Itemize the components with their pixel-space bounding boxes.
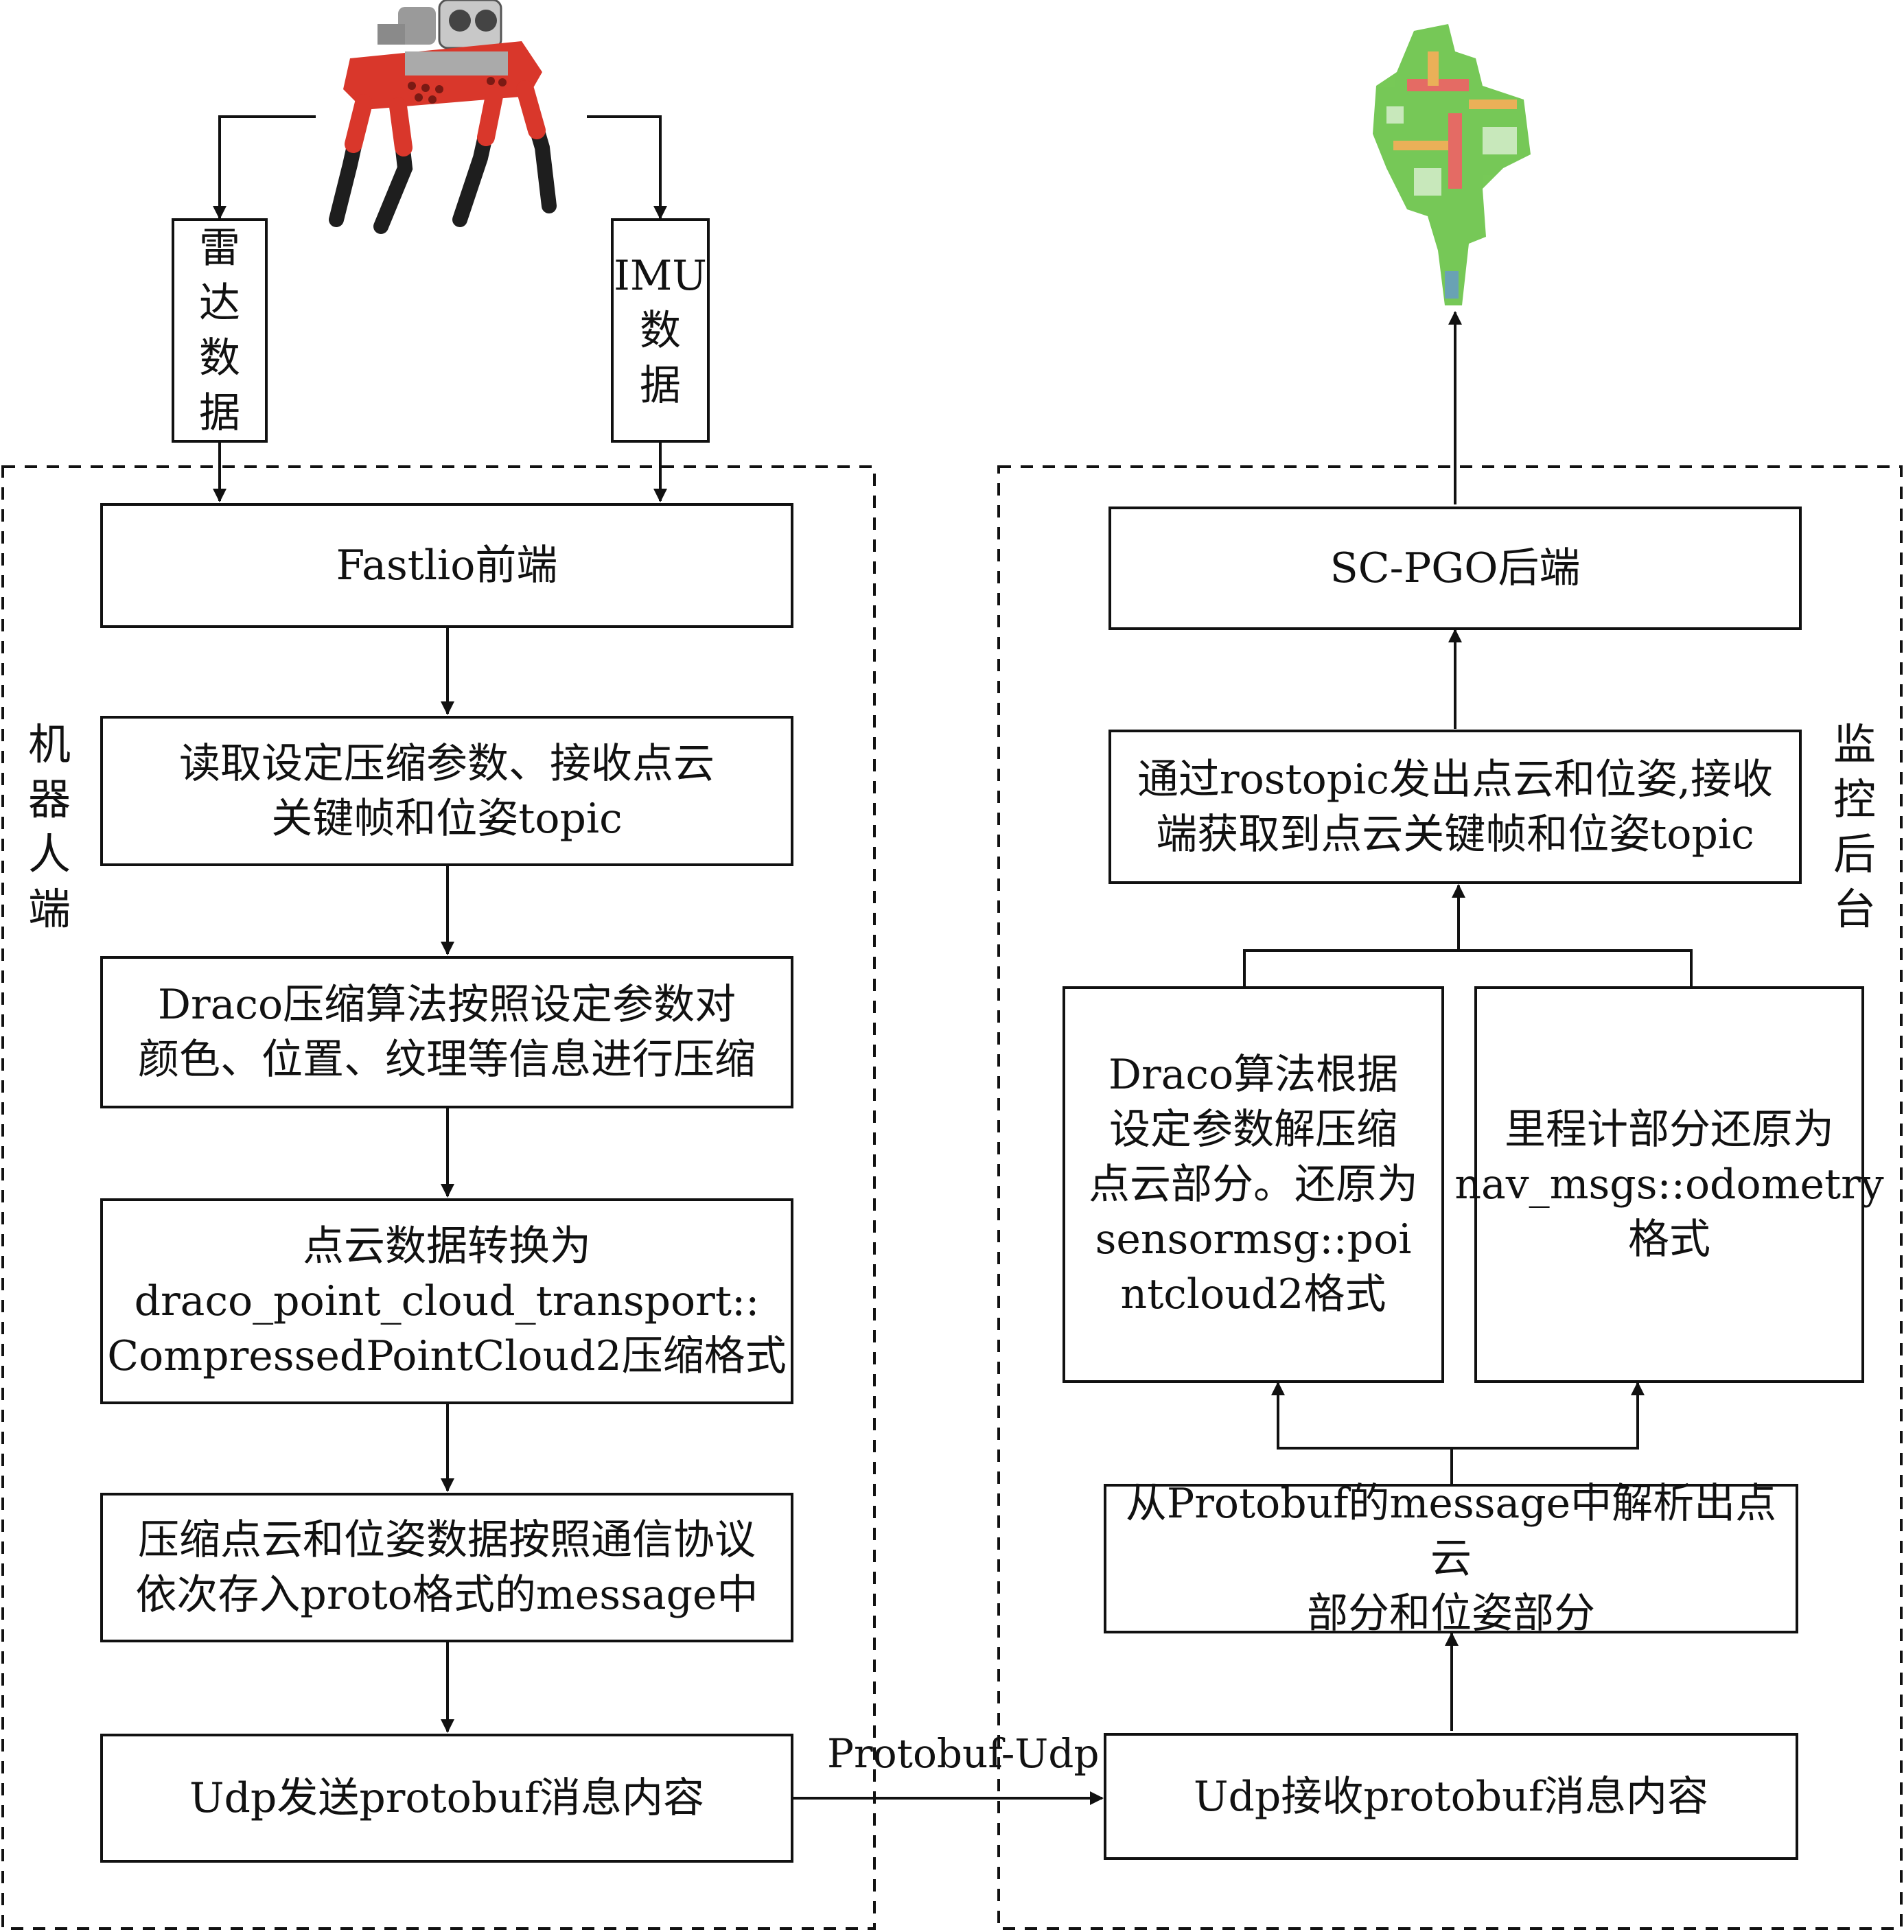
arrow-parse-to-odometry: [1452, 1382, 1645, 1450]
odometry-box: 里程计部分还原为 nav_msgs::odometry 格式: [1454, 986, 1884, 1383]
convert-format-box: 点云数据转换为 draco_point_cloud_transport:: Co…: [100, 1198, 793, 1404]
monitor-group-label: 监 控 后 台: [1827, 717, 1882, 937]
connector-draco-decompress-up: [1243, 949, 1693, 986]
convert-format-label: 点云数据转换为 draco_point_cloud_transport:: Co…: [107, 1222, 787, 1380]
udp-receive-box: Udp接收protobuf消息内容: [1104, 1733, 1798, 1860]
lidar-data-box: 雷 达 数 据: [172, 218, 268, 443]
robot-group-label: 机 器 人 端: [22, 717, 77, 937]
fastlio-frontend-box: Fastlio前端: [100, 503, 793, 628]
fastlio-frontend-label: Fastlio前端: [336, 542, 558, 590]
scpgo-backend-box: SC-PGO后端: [1108, 507, 1802, 630]
rostopic-publish-box: 通过rostopic发出点云和位姿,接收 端获取到点云关键帧和位姿topic: [1108, 730, 1802, 884]
read-params-label: 读取设定压缩参数、接收点云 关键帧和位姿topic: [179, 739, 715, 843]
protobuf-udp-label: Protobuf-Udp: [827, 1730, 1100, 1777]
robot-dog-image: [329, 0, 557, 234]
imu-data-label: IMU 数 据: [614, 251, 707, 410]
monitor-group-frame: [997, 465, 1903, 1930]
odometry-label: 里程计部分还原为 nav_msgs::odometry 格式: [1454, 1106, 1884, 1264]
point-cloud-map-image: [1373, 24, 1531, 305]
imu-data-box: IMU 数 据: [611, 218, 710, 443]
scpgo-backend-label: SC-PGO后端: [1330, 544, 1581, 592]
arrow-robot-to-imu: [587, 115, 667, 220]
draco-decompress-box: Draco算法根据 设定参数解压缩 点云部分。还原为 sensormsg::po…: [1063, 986, 1444, 1383]
lidar-data-label: 雷 达 数 据: [199, 224, 240, 437]
robot-group-frame: [1, 465, 876, 1930]
arrow-parse-to-draco-decompress: [1271, 1382, 1453, 1484]
udp-send-label: Udp发送protobuf消息内容: [189, 1774, 705, 1822]
parse-message-label: 从Protobuf的message中解析出点云 部分和位姿部分: [1125, 1480, 1777, 1638]
draco-decompress-label: Draco算法根据 设定参数解压缩 点云部分。还原为 sensormsg::po…: [1089, 1051, 1418, 1318]
store-proto-label: 压缩点云和位姿数据按照通信协议 依次存入proto格式的message中: [135, 1516, 758, 1619]
arrow-robot-to-lidar: [213, 115, 316, 220]
store-proto-box: 压缩点云和位姿数据按照通信协议 依次存入proto格式的message中: [100, 1493, 793, 1642]
read-params-box: 读取设定压缩参数、接收点云 关键帧和位姿topic: [100, 716, 793, 866]
udp-send-box: Udp发送protobuf消息内容: [100, 1734, 793, 1863]
parse-message-box: 从Protobuf的message中解析出点云 部分和位姿部分: [1104, 1480, 1798, 1638]
udp-receive-label: Udp接收protobuf消息内容: [1193, 1772, 1709, 1821]
draco-compress-box: Draco压缩算法按照设定参数对 颜色、位置、纹理等信息进行压缩: [100, 956, 793, 1108]
draco-compress-label: Draco压缩算法按照设定参数对 颜色、位置、纹理等信息进行压缩: [138, 981, 756, 1084]
rostopic-publish-label: 通过rostopic发出点云和位姿,接收 端获取到点云关键帧和位姿topic: [1137, 755, 1774, 859]
